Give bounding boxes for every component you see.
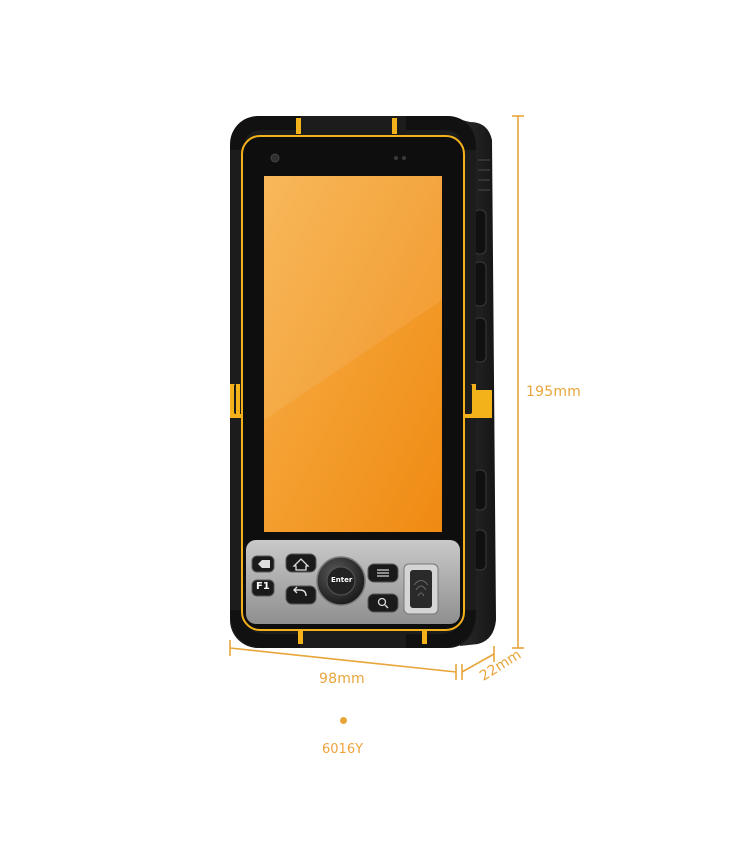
screen xyxy=(264,176,442,532)
variant-swatch-6016y[interactable] xyxy=(340,717,347,724)
width-label: 98mm xyxy=(319,671,365,687)
front-camera xyxy=(270,153,280,163)
variant-label[interactable]: 6016Y xyxy=(322,742,364,757)
home-key xyxy=(285,553,317,573)
height-label: 195mm xyxy=(526,384,581,400)
depth-dimension-line xyxy=(461,646,495,680)
height-dimension-line xyxy=(512,115,524,649)
back-key xyxy=(285,585,317,605)
enter-key xyxy=(326,566,356,596)
f1-key-label: F1 xyxy=(256,581,270,592)
enter-key-label: Enter xyxy=(331,576,353,584)
f1-key xyxy=(251,579,275,597)
search-key xyxy=(367,593,399,613)
width-dimension-line xyxy=(229,640,457,680)
